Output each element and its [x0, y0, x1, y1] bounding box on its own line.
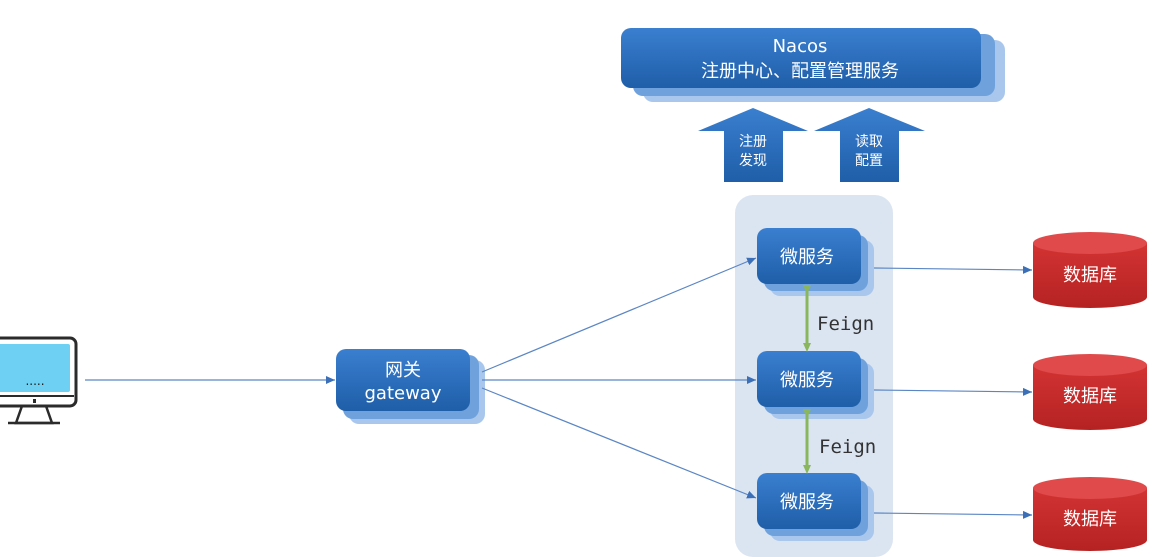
- gateway-line1: 网关: [385, 360, 421, 381]
- nacos-box: Nacos 注册中心、配置管理服务: [621, 28, 1005, 102]
- gateway-to-service1-line: [481, 257, 757, 373]
- feign-label-2: Feign: [819, 436, 876, 458]
- gateway-line2: gateway: [365, 383, 442, 404]
- database-label-1: 数据库: [1063, 265, 1117, 286]
- microservice-box-3: 微服务: [757, 473, 874, 541]
- database-label-3: 数据库: [1063, 509, 1117, 530]
- client-monitor-icon: .....: [0, 336, 78, 425]
- gateway-box: 网关 gateway: [336, 349, 485, 424]
- gateway-to-service3-line: [481, 387, 757, 499]
- service1-to-db1-line: [873, 265, 1033, 274]
- microservice-label-3: 微服务: [780, 492, 834, 513]
- service3-to-db3-line: [873, 510, 1033, 519]
- database-icon-1: 数据库: [1033, 232, 1147, 308]
- microservice-label-1: 微服务: [780, 247, 834, 268]
- database-label-2: 数据库: [1063, 386, 1117, 407]
- microservice-box-1: 微服务: [757, 228, 874, 296]
- nacos-title: Nacos: [773, 36, 828, 57]
- register-line2: 发现: [739, 153, 767, 169]
- service2-to-db2-line: [873, 387, 1033, 396]
- database-icon-2: 数据库: [1033, 354, 1147, 430]
- database-icon-3: 数据库: [1033, 477, 1147, 551]
- microservice-box-2: 微服务: [757, 351, 874, 419]
- read-config-arrow: 读取 配置: [814, 108, 925, 182]
- config-line1: 读取: [855, 133, 883, 150]
- register-discovery-arrow: 注册 发现: [698, 108, 808, 182]
- register-line1: 注册: [739, 134, 767, 150]
- feign-label-1: Feign: [817, 313, 874, 335]
- config-line2: 配置: [855, 153, 883, 169]
- client-screen-text: .....: [25, 374, 44, 388]
- nacos-subtitle: 注册中心、配置管理服务: [701, 61, 899, 82]
- microservice-label-2: 微服务: [780, 370, 834, 391]
